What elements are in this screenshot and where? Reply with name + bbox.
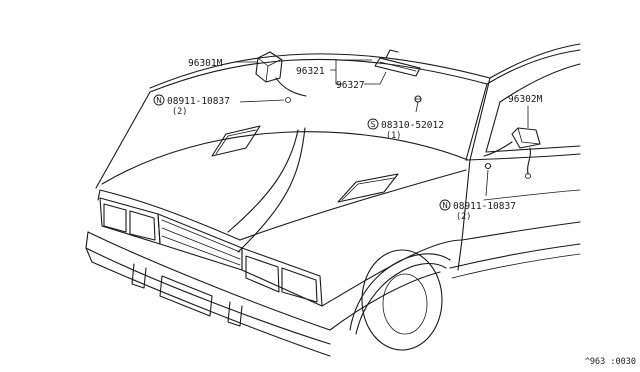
left-door-mirror — [255, 51, 307, 103]
label-96301m: 96301M — [188, 58, 223, 69]
nut-left-symbol: N — [156, 96, 162, 105]
screw-part — [414, 95, 422, 103]
screw-symbol: S — [371, 120, 376, 129]
callout-nut-right: N 08911-10837 (2) — [439, 199, 516, 222]
nut-symbol-icon — [439, 199, 451, 211]
label-96321: 96321 — [296, 66, 325, 77]
nut-left-number: 08911-10837 — [167, 96, 230, 107]
callout-screw: S 08310-52012 (1) — [367, 118, 444, 141]
screw-qty: (1) — [386, 131, 401, 141]
nut-right-qty: (2) — [456, 212, 471, 222]
callout-nut-left: N 08911-10837 (2) — [153, 94, 230, 117]
inside-mirror — [374, 49, 421, 77]
nut-symbol-icon — [153, 94, 165, 106]
label-96302m: 96302M — [508, 94, 543, 105]
car-outline — [85, 43, 581, 357]
right-door-mirror — [483, 127, 541, 179]
right-nut-part — [484, 162, 492, 170]
label-96327: 96327 — [336, 80, 365, 91]
nut-left-qty: (2) — [172, 107, 187, 117]
screw-symbol-icon — [367, 118, 379, 130]
leader-lines — [234, 59, 529, 197]
diagram-code: ^963 :0030 — [585, 357, 636, 367]
screw-number: 08310-52012 — [381, 120, 444, 131]
nut-right-symbol: N — [442, 201, 448, 210]
nut-right-number: 08911-10837 — [453, 201, 516, 212]
